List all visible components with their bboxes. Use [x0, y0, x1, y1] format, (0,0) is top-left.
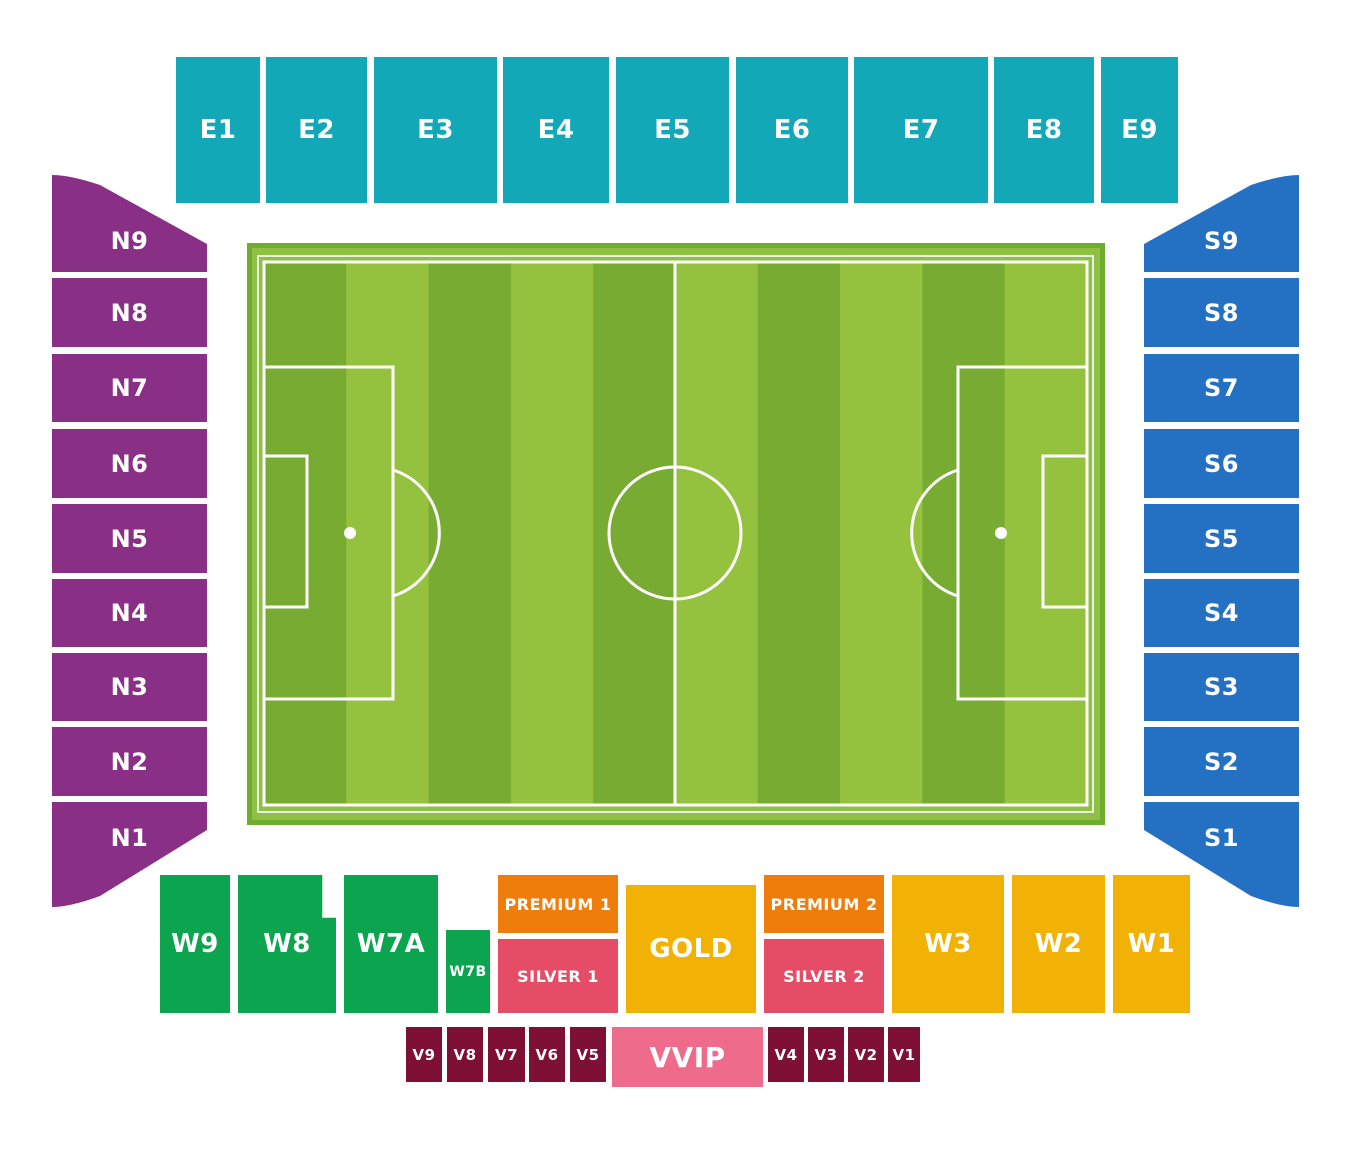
pitch-stripe: [510, 262, 594, 805]
left-goal-area: [262, 454, 309, 609]
section-s9[interactable]: S9: [1204, 227, 1239, 255]
pitch-stripe: [428, 262, 512, 805]
left-penalty-spot: [344, 527, 356, 539]
pitch-stripe: [757, 262, 841, 805]
pitch-stripe: [346, 262, 430, 805]
right-penalty-spot: [995, 527, 1007, 539]
section-n9-shape[interactable]: [52, 175, 207, 272]
section-v7[interactable]: V7: [488, 1027, 525, 1082]
section-s1[interactable]: S1: [1204, 824, 1239, 852]
section-silver-1[interactable]: SILVER 1: [498, 939, 618, 1013]
section-e9[interactable]: E9: [1101, 57, 1178, 203]
pitch-stripe: [675, 262, 759, 805]
section-w8[interactable]: W8: [238, 875, 336, 1013]
right-penalty-arc: [910, 468, 959, 598]
section-v8[interactable]: V8: [447, 1027, 483, 1082]
section-vvip[interactable]: VVIP: [612, 1027, 763, 1087]
right-goal-area: [1041, 454, 1089, 609]
section-v2[interactable]: V2: [848, 1027, 884, 1082]
section-e6[interactable]: E6: [736, 57, 848, 203]
section-n3[interactable]: N3: [52, 653, 207, 721]
section-e4[interactable]: E4: [503, 57, 609, 203]
section-s1-shape[interactable]: [1144, 802, 1299, 907]
section-v3[interactable]: V3: [808, 1027, 844, 1082]
pitch-stripe: [922, 262, 1006, 805]
section-w7a[interactable]: W7A: [344, 875, 438, 1013]
section-w9[interactable]: W9: [160, 875, 230, 1013]
section-e3[interactable]: E3: [374, 57, 497, 203]
section-e8[interactable]: E8: [994, 57, 1094, 203]
section-e5[interactable]: E5: [616, 57, 729, 203]
section-s7[interactable]: S7: [1144, 354, 1299, 422]
section-n1-shape[interactable]: [52, 802, 207, 907]
section-s6[interactable]: S6: [1144, 429, 1299, 498]
section-s8[interactable]: S8: [1144, 278, 1299, 347]
section-s3[interactable]: S3: [1144, 653, 1299, 721]
section-w7b[interactable]: W7B: [446, 930, 490, 1013]
section-e1[interactable]: E1: [176, 57, 260, 203]
section-s5[interactable]: S5: [1144, 504, 1299, 573]
pitch-lines: [257, 255, 1094, 813]
pitch-stripe: [593, 262, 676, 805]
center-circle: [607, 465, 743, 601]
section-n6[interactable]: N6: [52, 429, 207, 498]
section-n1[interactable]: N1: [110, 824, 149, 852]
section-w3[interactable]: W3: [892, 875, 1004, 1013]
touchline-outer: [257, 255, 1094, 813]
section-v5[interactable]: V5: [570, 1027, 606, 1082]
section-premium-2[interactable]: PREMIUM 2: [764, 875, 884, 933]
pitch-stripes: [264, 262, 1088, 805]
section-n2[interactable]: N2: [52, 727, 207, 796]
section-silver-2[interactable]: SILVER 2: [764, 939, 884, 1013]
pitch-stripe: [264, 262, 347, 805]
section-premium-1[interactable]: PREMIUM 1: [498, 875, 618, 933]
section-v6[interactable]: V6: [529, 1027, 565, 1082]
section-v1[interactable]: V1: [888, 1027, 920, 1082]
pitch-stripe: [840, 262, 923, 805]
section-e2[interactable]: E2: [266, 57, 367, 203]
section-s4[interactable]: S4: [1144, 579, 1299, 647]
pitch-stripe: [1004, 262, 1088, 805]
section-w1[interactable]: W1: [1113, 875, 1190, 1013]
section-v9[interactable]: V9: [406, 1027, 442, 1082]
section-gold[interactable]: GOLD: [626, 885, 756, 1013]
section-v4[interactable]: V4: [768, 1027, 804, 1082]
section-s9-shape[interactable]: [1144, 175, 1299, 272]
section-n9[interactable]: N9: [110, 227, 149, 255]
section-n4[interactable]: N4: [52, 579, 207, 647]
section-n8[interactable]: N8: [52, 278, 207, 347]
section-n5[interactable]: N5: [52, 504, 207, 573]
left-penalty-arc: [392, 468, 441, 598]
section-w2[interactable]: W2: [1012, 875, 1105, 1013]
section-s2[interactable]: S2: [1144, 727, 1299, 796]
section-n7[interactable]: N7: [52, 354, 207, 422]
section-e7[interactable]: E7: [854, 57, 988, 203]
